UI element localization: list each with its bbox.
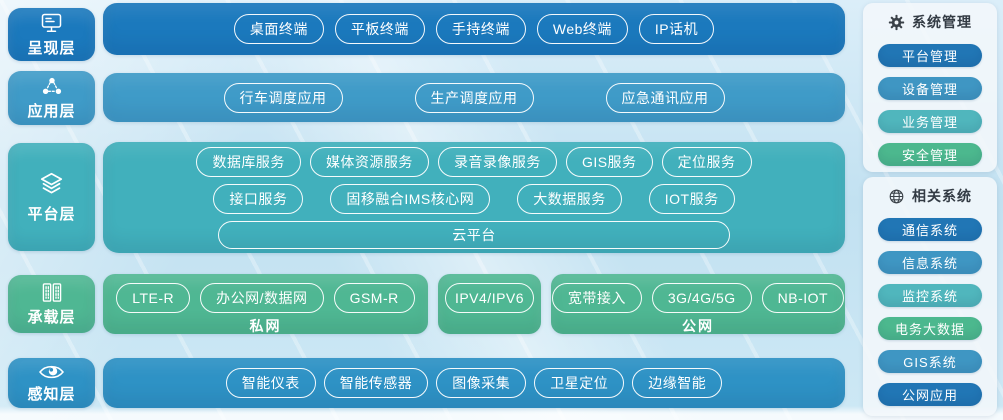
terminal-chip[interactable]: Web终端 xyxy=(536,14,628,44)
bearer-layer-row: LTE-R 办公网/数据网 GSM-R 私网 IPV4/IPV6 宽带接入 3G… xyxy=(103,274,845,334)
service-chip[interactable]: IOT服务 xyxy=(648,183,735,214)
network-chip[interactable]: LTE-R xyxy=(116,283,191,313)
globe-icon xyxy=(889,189,904,203)
monitor-icon xyxy=(41,13,62,32)
related-system-item[interactable]: 电务大数据 xyxy=(878,317,982,340)
network-chip[interactable]: GSM-R xyxy=(333,283,415,313)
service-chip[interactable]: 大数据服务 xyxy=(517,183,622,214)
network-chip[interactable]: 3G/4G/5G xyxy=(651,283,752,313)
management-item[interactable]: 设备管理 xyxy=(878,77,982,100)
terminal-chip[interactable]: IP话机 xyxy=(638,14,715,44)
related-system-item[interactable]: 信息系统 xyxy=(878,251,982,274)
application-chip[interactable]: 行车调度应用 xyxy=(223,82,343,113)
private-network-panel: LTE-R 办公网/数据网 GSM-R 私网 xyxy=(103,274,428,334)
application-chip[interactable]: 应急通讯应用 xyxy=(605,82,725,113)
gear-icon xyxy=(888,14,905,30)
layer-badge-perception: 感知层 xyxy=(8,358,95,408)
public-network-label: 公网 xyxy=(682,318,714,334)
layer-label: 平台层 xyxy=(27,205,76,223)
device-chip[interactable]: 智能传感器 xyxy=(323,368,429,398)
panel-header: 系统管理 xyxy=(888,12,972,32)
panel-header: 相关系统 xyxy=(888,186,972,206)
device-chip[interactable]: 卫星定位 xyxy=(534,368,625,398)
application-chip[interactable]: 生产调度应用 xyxy=(414,82,534,113)
network-chip[interactable]: 办公网/数据网 xyxy=(200,283,324,313)
ip-panel: IPV4/IPV6 xyxy=(438,274,541,334)
layer-label: 承载层 xyxy=(27,308,76,326)
network-chip[interactable]: IPV4/IPV6 xyxy=(444,283,535,313)
system-management-panel: 系统管理 平台管理 设备管理 业务管理 安全管理 xyxy=(863,3,997,172)
service-chip[interactable]: 数据库服务 xyxy=(196,146,301,177)
panel-title: 系统管理 xyxy=(912,14,972,30)
related-systems-panel: 相关系统 通信系统 信息系统 监控系统 电务大数据 GIS系统 公网应用 xyxy=(863,177,997,416)
service-chip[interactable]: 接口服务 xyxy=(213,183,304,214)
related-system-item[interactable]: 通信系统 xyxy=(878,218,982,241)
eye-icon xyxy=(39,365,64,378)
network-chip[interactable]: 宽带接入 xyxy=(551,283,642,313)
presentation-layer-bar: 桌面终端 平板终端 手持终端 Web终端 IP话机 xyxy=(103,3,845,55)
layer-badge-application: 应用层 xyxy=(8,71,95,125)
network-chip[interactable]: NB-IOT xyxy=(761,283,845,313)
panel-title: 相关系统 xyxy=(912,188,972,204)
layer-badge-bearer: 承载层 xyxy=(8,275,95,333)
platform-layer-panel: 数据库服务 媒体资源服务 录音录像服务 GIS服务 定位服务 接口服务 固移融合… xyxy=(103,142,845,253)
private-network-label: 私网 xyxy=(249,318,282,334)
device-chip[interactable]: 图像采集 xyxy=(436,368,527,398)
layer-badge-presentation: 呈现层 xyxy=(8,8,95,61)
terminal-chip[interactable]: 桌面终端 xyxy=(233,14,324,44)
layer-label: 应用层 xyxy=(27,102,76,120)
related-system-item[interactable]: 公网应用 xyxy=(878,383,982,406)
public-network-panel: 宽带接入 3G/4G/5G NB-IOT 公网 xyxy=(551,274,845,334)
terminal-chip[interactable]: 手持终端 xyxy=(435,14,526,44)
application-layer-bar: 行车调度应用 生产调度应用 应急通讯应用 xyxy=(103,73,845,122)
share-nodes-icon xyxy=(42,77,61,94)
service-chip[interactable]: 录音录像服务 xyxy=(437,146,557,177)
service-chip[interactable]: 媒体资源服务 xyxy=(309,146,429,177)
device-chip[interactable]: 边缘智能 xyxy=(632,368,723,398)
management-item[interactable]: 业务管理 xyxy=(878,110,982,133)
layer-badge-platform: 平台层 xyxy=(8,143,95,251)
server-rack-icon xyxy=(42,282,61,302)
management-item[interactable]: 平台管理 xyxy=(878,44,982,67)
related-system-item[interactable]: 监控系统 xyxy=(878,284,982,307)
layer-label: 呈现层 xyxy=(27,39,76,57)
device-chip[interactable]: 智能仪表 xyxy=(225,368,316,398)
layer-label: 感知层 xyxy=(27,385,76,403)
service-chip[interactable]: 定位服务 xyxy=(661,146,752,177)
service-chip[interactable]: GIS服务 xyxy=(565,146,653,177)
layers-icon xyxy=(40,172,63,194)
management-item[interactable]: 安全管理 xyxy=(878,143,982,166)
service-chip[interactable]: 固移融合IMS核心网 xyxy=(330,183,491,214)
perception-layer-bar: 智能仪表 智能传感器 图像采集 卫星定位 边缘智能 xyxy=(103,358,845,408)
cloud-platform-chip[interactable]: 云平台 xyxy=(218,220,730,249)
related-system-item[interactable]: GIS系统 xyxy=(878,350,982,373)
terminal-chip[interactable]: 平板终端 xyxy=(334,14,425,44)
